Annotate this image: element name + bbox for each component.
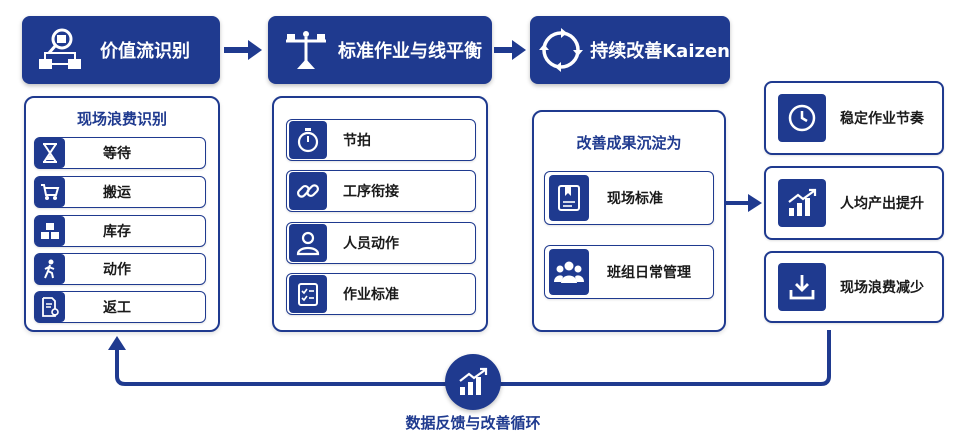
boxes-icon: [35, 216, 65, 246]
team-icon: [549, 249, 589, 295]
result-card: 现场浪费减少: [764, 251, 944, 323]
item-label: 节拍: [343, 133, 371, 149]
step-title: 持续改善Kaizen: [590, 41, 730, 62]
item-label: 动作: [103, 262, 131, 278]
kaizen-item: 现场标准: [544, 171, 714, 225]
cart-icon: [35, 177, 65, 207]
standard-item: 工序衔接: [286, 170, 476, 212]
item-label: 现场浪费减少: [840, 280, 924, 296]
feedback-label: 数据反馈与改善循环: [405, 414, 541, 432]
download-icon: [778, 263, 826, 311]
item-label: 作业标准: [343, 287, 399, 303]
step-title: 标准作业与线平衡: [338, 41, 482, 62]
waste-item: 等待: [34, 137, 206, 169]
waste-item: 库存: [34, 215, 206, 247]
step-value-stream: 价值流识别: [22, 16, 220, 84]
item-label: 搬运: [103, 185, 131, 201]
walking-person-icon: [35, 254, 65, 284]
item-label: 班组日常管理: [607, 265, 691, 281]
person-icon: [289, 224, 327, 262]
item-label: 等待: [103, 146, 131, 162]
step-standard-work: 标准作业与线平衡: [268, 16, 492, 84]
rework-document-icon: [35, 292, 65, 322]
step-title: 价值流识别: [100, 41, 190, 62]
bookmark-document-icon: [549, 175, 589, 221]
value-stream-map-icon: [34, 24, 86, 76]
arrow-right-icon: [726, 194, 762, 212]
balance-scale-icon: [280, 24, 332, 76]
standard-item: 节拍: [286, 119, 476, 161]
arrow-right-icon: [224, 40, 262, 60]
cycle-arrows-icon: [538, 24, 584, 76]
growth-chart-icon: [778, 179, 826, 227]
kaizen-item: 班组日常管理: [544, 245, 714, 299]
item-label: 人员动作: [343, 236, 399, 252]
standard-item: 人员动作: [286, 222, 476, 264]
item-label: 稳定作业节奏: [840, 111, 924, 127]
item-label: 人均产出提升: [840, 196, 924, 212]
item-label: 工序衔接: [343, 184, 399, 200]
standard-item: 作业标准: [286, 273, 476, 315]
result-card: 人均产出提升: [764, 166, 944, 240]
step-kaizen: 持续改善Kaizen: [530, 16, 730, 84]
stopwatch-icon: [289, 121, 327, 159]
hourglass-icon: [35, 138, 65, 168]
clock-icon: [778, 94, 826, 142]
waste-item: 返工: [34, 291, 206, 323]
bar-chart-icon: [445, 354, 501, 410]
chain-link-icon: [289, 172, 327, 210]
waste-item: 动作: [34, 253, 206, 285]
item-label: 现场标准: [607, 191, 663, 207]
checklist-icon: [289, 275, 327, 313]
item-label: 库存: [103, 224, 131, 240]
result-card: 稳定作业节奏: [764, 81, 944, 155]
arrow-right-icon: [494, 40, 526, 60]
item-label: 返工: [103, 300, 131, 316]
panel-title: 改善成果沉淀为: [576, 134, 682, 152]
panel-title: 现场浪费识别: [76, 110, 167, 128]
waste-item: 搬运: [34, 176, 206, 208]
